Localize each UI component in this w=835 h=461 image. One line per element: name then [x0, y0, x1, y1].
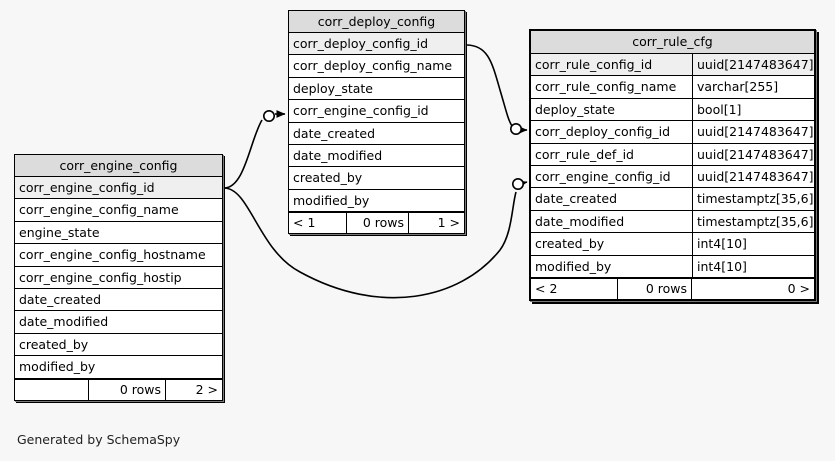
column-type: bool[1] [692, 98, 814, 121]
table-corr-rule-cfg[interactable]: corr_rule_cfg corr_rule_config_id uuid[2… [529, 29, 816, 301]
column-name: corr_deploy_config_id [293, 36, 429, 51]
column-type: uuid[2147483647] [692, 165, 814, 188]
column-name: corr_rule_config_id [535, 57, 653, 72]
next-page-button[interactable]: 1 > [408, 213, 464, 234]
table-footer: 0 rows 2 > [15, 378, 222, 400]
table-corr-engine-config[interactable]: corr_engine_config corr_engine_config_id… [14, 154, 223, 401]
column-name: date_created [535, 191, 618, 207]
table-row[interactable]: corr_deploy_config_id uuid[2147483647] [531, 121, 814, 144]
table-title: corr_engine_config [15, 155, 222, 177]
column-type: uuid[2147483647] [692, 143, 814, 165]
table-row[interactable]: modified_by int4[10] [531, 255, 814, 278]
prev-page-button[interactable]: < 2 [535, 280, 558, 296]
column-type: int4[10] [692, 233, 814, 255]
table-row[interactable]: deploy_state [289, 77, 464, 101]
table-row[interactable]: modified_by [289, 189, 464, 213]
table-footer: < 1 0 rows 1 > [289, 212, 464, 234]
row-count: 0 rows [617, 278, 691, 299]
table-row[interactable]: corr_engine_config_id [15, 177, 222, 200]
table-row[interactable]: corr_rule_def_id uuid[2147483647] [531, 143, 814, 166]
table-row[interactable]: corr_deploy_config_name [289, 55, 464, 78]
table-row[interactable]: corr_rule_config_id uuid[2147483647] [531, 54, 814, 77]
column-name: modified_by [293, 192, 370, 208]
prev-page-button[interactable]: < 1 [293, 215, 316, 231]
table-row[interactable]: modified_by [15, 356, 222, 379]
column-name: corr_engine_config_hostname [19, 247, 206, 263]
table-row[interactable]: date_created timestamptz[35,6] [531, 188, 814, 211]
table-footer: < 2 0 rows 0 > [531, 277, 814, 299]
table-row[interactable]: date_modified timestamptz[35,6] [531, 210, 814, 234]
column-name: corr_engine_config_id [19, 180, 155, 195]
table-row[interactable]: date_modified [15, 311, 222, 334]
table-row[interactable]: corr_engine_config_id uuid[2147483647] [531, 165, 814, 189]
column-name: date_modified [535, 213, 625, 229]
table-row[interactable]: created_by int4[10] [531, 233, 814, 256]
table-row[interactable]: corr_engine_config_hostip [15, 266, 222, 289]
next-page-button[interactable]: 0 > [691, 278, 814, 299]
table-row[interactable]: created_by [289, 167, 464, 190]
column-name: modified_by [535, 258, 612, 274]
column-name: corr_engine_config_id [293, 103, 429, 119]
column-name: corr_deploy_config_id [535, 124, 671, 140]
table-row[interactable]: corr_deploy_config_id [289, 33, 464, 56]
column-name: date_created [19, 291, 102, 307]
column-name: corr_engine_config_id [535, 168, 671, 184]
table-row[interactable]: date_created [15, 288, 222, 312]
table-row[interactable]: deploy_state bool[1] [531, 98, 814, 122]
column-name: corr_rule_config_name [535, 79, 677, 95]
table-row[interactable]: corr_rule_config_name varchar[255] [531, 76, 814, 99]
column-name: created_by [19, 336, 89, 352]
table-row[interactable]: date_modified [289, 144, 464, 168]
column-type: timestamptz[35,6] [692, 188, 814, 210]
edge-engine-to-deploy [223, 110, 286, 189]
column-name: corr_engine_config_name [19, 202, 179, 218]
column-type: int4[10] [692, 255, 814, 277]
column-name: modified_by [19, 359, 96, 375]
column-type: uuid[2147483647] [692, 121, 814, 143]
column-name: deploy_state [293, 80, 373, 96]
table-row[interactable]: corr_engine_config_id [289, 100, 464, 123]
column-name: corr_rule_def_id [535, 146, 634, 162]
column-name: corr_deploy_config_name [293, 58, 453, 74]
next-page-button[interactable]: 2 > [165, 379, 222, 400]
column-name: created_by [535, 236, 605, 252]
column-name: date_modified [293, 147, 383, 163]
table-title: corr_rule_cfg [531, 31, 814, 54]
table-title: corr_deploy_config [289, 11, 464, 33]
column-name: date_modified [19, 314, 109, 330]
table-row[interactable]: date_created [289, 122, 464, 145]
table-row[interactable]: corr_engine_config_hostname [15, 244, 222, 267]
column-type: uuid[2147483647] [692, 54, 814, 76]
edge-deploy-to-rule [465, 44, 528, 136]
row-count: 0 rows [88, 379, 165, 400]
row-count: 0 rows [346, 213, 408, 234]
prev-page-button[interactable] [15, 380, 88, 400]
column-type: timestamptz[35,6] [692, 210, 814, 233]
table-row[interactable]: corr_engine_config_name [15, 199, 222, 222]
column-name: created_by [293, 170, 363, 186]
column-name: deploy_state [535, 101, 615, 117]
column-name: engine_state [19, 224, 100, 240]
generated-by-caption: Generated by SchemaSpy [17, 432, 181, 447]
table-row[interactable]: engine_state [15, 221, 222, 245]
column-name: corr_engine_config_hostip [19, 269, 182, 285]
column-type: varchar[255] [692, 76, 814, 98]
table-corr-deploy-config[interactable]: corr_deploy_config corr_deploy_config_id… [288, 10, 465, 235]
column-name: date_created [293, 125, 376, 141]
table-row[interactable]: created_by [15, 333, 222, 357]
